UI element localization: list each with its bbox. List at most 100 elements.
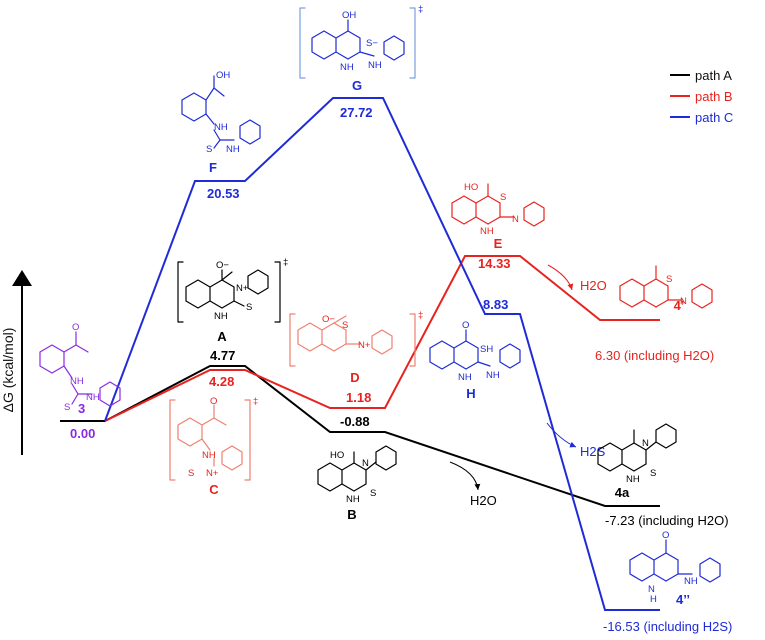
byproduct-h2o-path-b: H2O (580, 278, 607, 293)
atom-4a-S: S (650, 468, 656, 479)
value-3: 0.00 (70, 426, 95, 441)
path-c-line (104, 97, 660, 611)
atom-G-NH2: NH (368, 60, 382, 71)
arrow-h2o-path-b (547, 264, 574, 291)
atom-3-S: S (64, 402, 70, 413)
atom-H-SH: SH (480, 344, 493, 355)
atom-D-S: S (342, 320, 348, 331)
structure-4a (597, 423, 677, 472)
atom-4a-N: N (642, 438, 649, 449)
path-b-line (104, 255, 660, 422)
atom-B-N: N (362, 458, 369, 469)
byproduct-h2s-path-c: H2S (580, 444, 606, 459)
legend: path A path B path C (670, 68, 733, 125)
compound-label-H: H (466, 386, 475, 401)
structure-E (451, 183, 545, 227)
ts-mark-A: ‡ (283, 257, 288, 268)
compound-label-C: C (209, 482, 219, 497)
value-A: 4.77 (210, 348, 235, 363)
ts-mark-D: ‡ (418, 310, 423, 321)
atom-F-OH: OH (216, 70, 230, 81)
atom-H-NH2: NH (486, 370, 500, 381)
value-G: 27.72 (340, 105, 373, 120)
atom-4doubleprime-N: N (648, 584, 655, 595)
structure-4prime (619, 265, 713, 309)
label-compound-3: 3 (78, 401, 85, 416)
compound-label-D: D (350, 370, 359, 385)
atom-A-NH: NH (214, 311, 228, 322)
structure-B (317, 445, 397, 492)
atom-C-O: O (210, 396, 217, 407)
value-H: 8.83 (483, 297, 508, 312)
ts-mark-G: ‡ (418, 4, 423, 15)
atom-E-N: N (512, 214, 519, 225)
structure-G (299, 7, 416, 79)
value-B: -0.88 (340, 414, 370, 429)
atom-A-S: S (246, 302, 252, 313)
atom-4prime-N: N (680, 296, 687, 307)
atom-3-NH: NH (70, 376, 84, 387)
legend-label-path-c: path C (695, 110, 733, 125)
compound-label-A: A (217, 329, 227, 344)
atom-4doubleprime-H: H (650, 594, 657, 605)
atom-3-NH2: NH (86, 392, 100, 403)
atom-B-NH: NH (346, 494, 360, 505)
atom-G-NH: NH (340, 62, 354, 73)
atom-G-OH: OH (342, 10, 356, 21)
structure-3 (39, 331, 121, 407)
atom-3-O: O (72, 322, 79, 333)
atom-4a-NH: NH (626, 474, 640, 485)
value-4prime: 6.30 (including H2O) (595, 348, 714, 363)
y-axis-label: ΔG (kcal/mol) (0, 328, 16, 413)
structure-4doubleprime (629, 539, 721, 583)
compound-label-4doubleprime: 4’’ (676, 592, 690, 607)
atom-E-NH: NH (480, 226, 494, 237)
compound-label-4prime: 4’ (674, 298, 685, 313)
compound-label-G: G (352, 78, 362, 93)
atom-A-O: O− (216, 260, 229, 271)
atom-F-NH2: NH (226, 144, 240, 155)
path-a-line (104, 365, 660, 507)
value-C: 4.28 (209, 374, 234, 389)
atom-4doubleprime-O: O (662, 530, 669, 541)
atom-B-HO: HO (330, 450, 344, 461)
atom-G-S: S− (366, 38, 378, 49)
atom-E-S: S (500, 192, 506, 203)
structure-F (181, 75, 261, 149)
value-F: 20.53 (207, 186, 240, 201)
byproduct-h2o-path-a: H2O (470, 493, 497, 508)
atom-B-S: S (370, 488, 376, 499)
structure-G-bonds (311, 19, 405, 61)
value-4doubleprime: -16.53 (including H2S) (603, 619, 732, 634)
atom-C-NH: NH (202, 450, 216, 461)
atom-4doubleprime-NH: NH (684, 576, 698, 587)
atom-F-S: S (206, 144, 212, 155)
value-4a: -7.23 (including H2O) (605, 513, 729, 528)
atom-D-N: N+ (358, 340, 371, 351)
atom-H-NH: NH (458, 372, 472, 383)
compound-label-4a: 4a (615, 485, 630, 500)
compound-label-F: F (209, 160, 217, 175)
atom-C-N: N+ (206, 468, 219, 479)
arrow-h2s-path-c (546, 422, 577, 448)
atom-A-N: N+ (236, 283, 249, 294)
atom-E-HO: HO (464, 182, 478, 193)
atom-H-O: O (462, 320, 469, 331)
compound-label-B: B (347, 507, 356, 522)
arrow-h2o-path-a (449, 461, 481, 491)
atom-D-O: O− (322, 314, 335, 325)
structure-D (289, 313, 416, 367)
legend-label-path-b: path B (695, 89, 733, 104)
ts-mark-C: ‡ (253, 396, 258, 407)
structure-C (169, 399, 251, 481)
structure-A (177, 261, 281, 323)
value-E: 14.33 (478, 256, 511, 271)
value-D: 1.18 (346, 390, 371, 405)
compound-label-E: E (494, 236, 503, 251)
atom-F-NH: NH (214, 122, 228, 133)
atom-C-S: S (188, 468, 194, 479)
structure-H (429, 329, 521, 370)
legend-label-path-a: path A (695, 68, 732, 83)
atom-4prime-S: S (666, 274, 672, 285)
